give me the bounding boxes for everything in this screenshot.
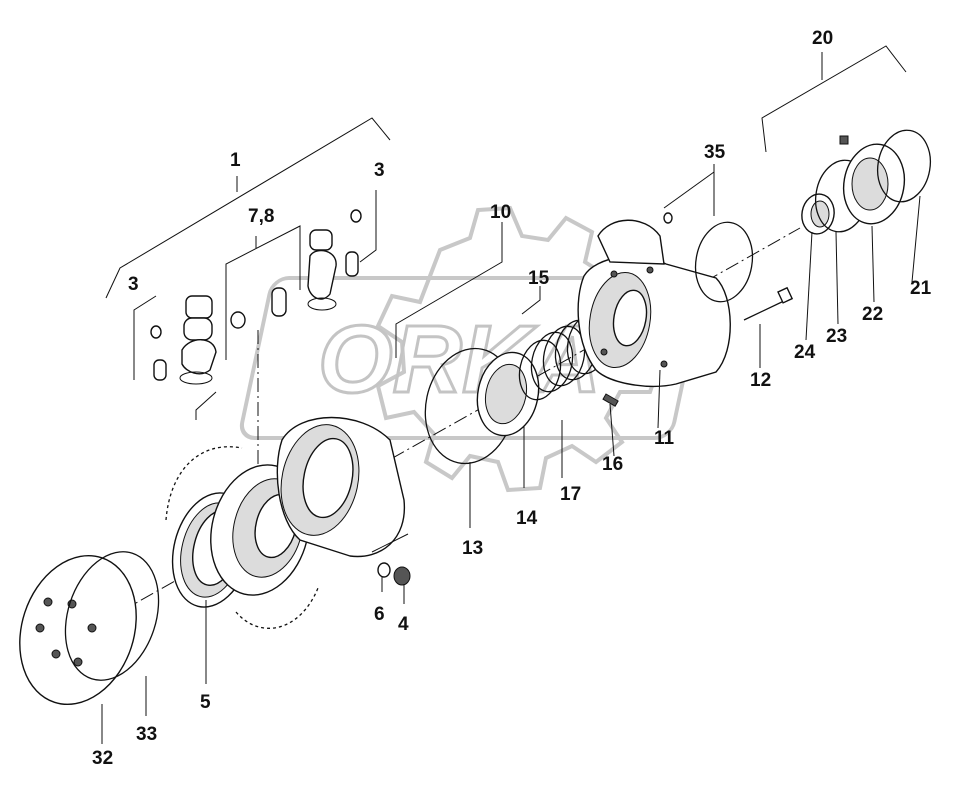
part-32-cover <box>19 554 137 706</box>
callout-14: 14 <box>516 508 538 529</box>
part-6-washer <box>377 562 391 578</box>
part-21-snap-ring <box>876 129 932 203</box>
bracket-20 <box>761 45 907 153</box>
part-33-o-ring <box>64 551 160 681</box>
callout-3-left: 3 <box>128 274 139 295</box>
callout-3-upper: 3 <box>374 160 385 181</box>
callout-20: 20 <box>812 28 833 49</box>
callout-35: 35 <box>704 142 726 163</box>
part-14-bearing <box>476 351 540 437</box>
callout-6: 6 <box>374 604 385 625</box>
callout-5: 5 <box>200 692 211 713</box>
ball-chain-lower <box>235 587 319 629</box>
part-11-main-housing <box>577 219 731 387</box>
watermark-logo: ORKA <box>239 205 704 493</box>
callout-22: 22 <box>862 304 883 325</box>
leader-lines <box>101 164 921 744</box>
part-1-group <box>133 190 377 420</box>
callout-15: 15 <box>528 268 550 289</box>
callout-23: 23 <box>826 326 847 347</box>
callout-labels: 1 3 3 7,8 10 35 20 15 21 22 23 24 12 11 … <box>92 28 932 769</box>
callout-10: 10 <box>490 202 511 223</box>
callout-17: 17 <box>560 484 581 505</box>
callout-7-8: 7,8 <box>248 206 274 227</box>
callout-24: 24 <box>794 342 816 363</box>
part-16-pin <box>602 393 619 407</box>
callout-16: 16 <box>602 454 623 475</box>
watermark-text: ORKA <box>318 306 601 413</box>
part-20-pin <box>839 135 849 145</box>
callout-4: 4 <box>398 614 409 635</box>
callout-12: 12 <box>750 370 771 391</box>
callout-33: 33 <box>136 724 157 745</box>
callout-11: 11 <box>654 428 675 449</box>
callout-21: 21 <box>910 278 932 299</box>
part-35-small-ring <box>663 212 673 224</box>
callout-32: 32 <box>92 748 113 769</box>
part-4-nut <box>393 566 411 586</box>
part-35-o-ring <box>694 221 754 303</box>
bracket-1 <box>105 117 391 299</box>
part-22-plate <box>842 143 906 225</box>
callout-13: 13 <box>462 538 483 559</box>
callout-1: 1 <box>230 150 241 171</box>
part-12-bolt <box>743 286 794 321</box>
drum-housing <box>276 416 406 558</box>
